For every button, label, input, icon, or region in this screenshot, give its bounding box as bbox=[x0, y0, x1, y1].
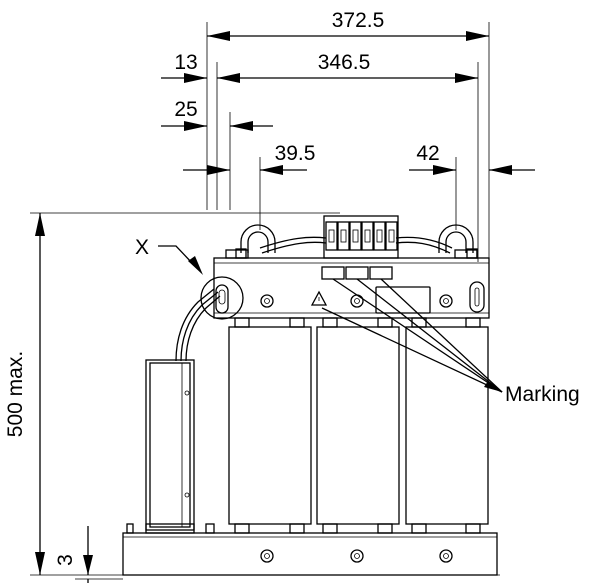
warning-triangle-icon bbox=[310, 290, 328, 306]
yoke-bolt bbox=[350, 294, 364, 308]
terminal-block bbox=[323, 215, 399, 259]
yoke-bolt bbox=[260, 294, 274, 308]
yoke-bolt bbox=[439, 294, 453, 308]
label-x: X bbox=[135, 236, 203, 275]
label-marking-text: Marking bbox=[505, 383, 580, 406]
base-plate bbox=[122, 523, 498, 576]
dim-346-5-label: 346.5 bbox=[318, 51, 371, 74]
marking-label-boxes bbox=[321, 266, 393, 280]
detail-x-circle bbox=[200, 276, 244, 320]
base-bolt bbox=[260, 549, 274, 563]
top-wiring bbox=[259, 236, 453, 254]
lifting-eye-left bbox=[235, 224, 276, 259]
dimension-346-5: 346.5 13 bbox=[161, 51, 479, 262]
dim-372-5-label: 372.5 bbox=[332, 9, 385, 32]
label-marking: Marking bbox=[321, 278, 580, 406]
label-x-text: X bbox=[135, 236, 149, 259]
dim-13-label: 13 bbox=[174, 51, 197, 74]
coil-column bbox=[228, 317, 312, 534]
top-yoke bbox=[213, 249, 490, 319]
terminal-box bbox=[145, 359, 195, 534]
coil-column bbox=[316, 317, 400, 534]
base-bolt bbox=[439, 549, 453, 563]
dim-39-5-label: 39.5 bbox=[275, 142, 316, 165]
dimension-25: 25 bbox=[161, 98, 273, 210]
dimension-372-5: 372.5 bbox=[206, 9, 490, 262]
lifting-eye-right bbox=[438, 224, 478, 259]
dimension-42: 42 bbox=[409, 142, 535, 230]
base-bolt bbox=[350, 549, 364, 563]
dim-500-max-label: 500 max. bbox=[4, 351, 27, 437]
dimension-39-5: 39.5 bbox=[183, 142, 315, 230]
coil-column bbox=[405, 317, 489, 534]
dimension-3: 3 bbox=[54, 526, 123, 583]
dimension-500-max: 500 max. bbox=[4, 212, 500, 576]
dim-3-label: 3 bbox=[54, 554, 77, 566]
dim-25-label: 25 bbox=[174, 98, 197, 121]
marking-leader-lines bbox=[321, 278, 503, 393]
dim-42-label: 42 bbox=[416, 142, 439, 165]
